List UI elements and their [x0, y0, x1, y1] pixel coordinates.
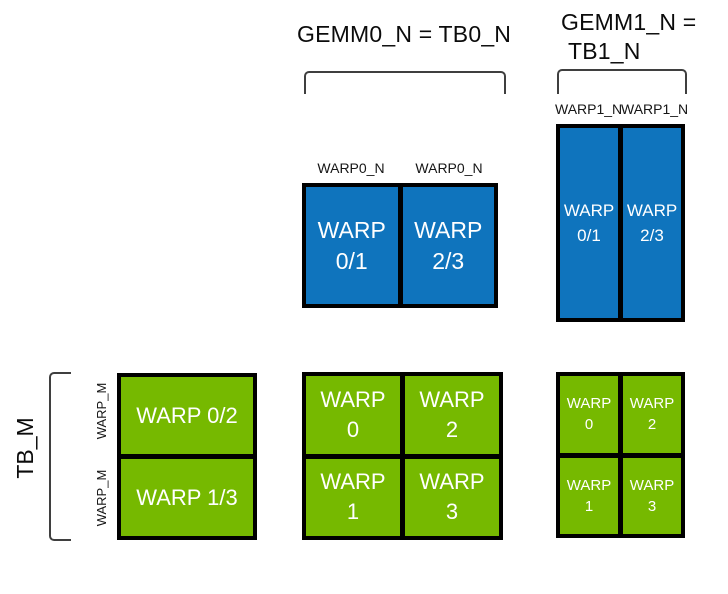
gemm1-title-line1: GEMM1_N =: [561, 9, 697, 35]
warp-cell-label: WARP: [320, 386, 386, 412]
gemm1-out-warp-3: WARP 3: [623, 457, 681, 534]
warp-cell-index: 0/1: [577, 226, 601, 245]
warp-cell-label: WARP: [563, 201, 615, 220]
tb-m-label: TB_M: [12, 417, 38, 479]
gemm0-output-block: WARP 0 WARP 2 WARP 1 WARP 3: [302, 372, 503, 540]
warp-cell-label: WARP: [629, 395, 675, 413]
warp-cell-label: WARP: [629, 476, 675, 494]
gemm0-title: GEMM0_N = TB0_N: [297, 21, 512, 47]
warp-cell-label: WARP: [317, 216, 386, 243]
warp-cell-label: WARP: [626, 201, 678, 220]
gemm0-out-warp-2: WARP 2: [405, 376, 499, 454]
tbm-warp-cell-02: WARP 0/2: [121, 377, 253, 454]
gemm1-out-warp-1: WARP 1: [560, 457, 618, 534]
warp0n-label-right: WARP0_N: [415, 160, 483, 176]
warp-cell-index: 3: [445, 499, 459, 525]
gemm0-warp-cell-01: WARP 0/1: [306, 187, 398, 304]
gemm0-out-warp-3: WARP 3: [405, 458, 499, 536]
gemm1-out-warp-0: WARP 0: [560, 376, 618, 453]
gemm1-warp-block: WARP 0/1 WARP 2/3: [556, 124, 685, 322]
warp1n-label-left: WARP1_N: [555, 101, 623, 117]
gemm1-warp-cell-01: WARP 0/1: [560, 128, 618, 318]
warp-cell-index: 0: [346, 416, 360, 442]
warp-cell-label: WARP: [419, 386, 485, 412]
warp-cell-label: WARP 1/3: [136, 484, 238, 510]
tb-m-bracket: [49, 372, 71, 541]
gemm1-title: GEMM1_N = TB1_N: [561, 8, 726, 66]
gemm0-out-warp-0: WARP 0: [306, 376, 400, 454]
warp-cell-label: WARP: [320, 469, 386, 495]
warp-cell-index: 2: [647, 416, 657, 434]
warp-cell-index: 0/1: [335, 247, 368, 274]
gemm0-out-warp-1: WARP 1: [306, 458, 400, 536]
warp-cell-label: WARP: [566, 395, 612, 413]
warp-m-label-top: WARP_M: [94, 382, 109, 440]
warp-cell-index: 3: [647, 497, 657, 515]
tbm-warp-cell-13: WARP 1/3: [121, 459, 253, 536]
gemm1-output-block: WARP 0 WARP 2 WARP 1 WARP 3: [556, 372, 685, 538]
warp-cell-label: WARP: [566, 476, 612, 494]
tb-m-warp-block: WARP 0/2 WARP 1/3: [117, 373, 257, 540]
warp-cell-index: 1: [346, 499, 360, 525]
warp-cell-index: 2/3: [432, 247, 465, 274]
gemm1-out-warp-2: WARP 2: [623, 376, 681, 453]
gemm1-title-line2: TB1_N: [568, 38, 641, 64]
warp1n-label-right: WARP1_N: [621, 101, 689, 117]
gemm0-warp-cell-23: WARP 2/3: [402, 187, 494, 304]
gemm1-bracket: [557, 69, 687, 94]
warp0n-label-left: WARP0_N: [317, 160, 385, 176]
warp-cell-label: WARP: [419, 469, 485, 495]
warp-m-label-bottom: WARP_M: [94, 469, 109, 527]
warp-cell-index: 1: [584, 497, 594, 515]
warp-cell-label: WARP 0/2: [136, 402, 238, 428]
warp-cell-index: 2: [445, 416, 459, 442]
gemm0-warp-block: WARP 0/1 WARP 2/3: [302, 183, 498, 308]
gemm0-bracket: [304, 71, 506, 94]
warp-cell-index: 0: [584, 416, 594, 434]
warp-cell-label: WARP: [414, 216, 483, 243]
warp-cell-index: 2/3: [640, 226, 664, 245]
gemm1-warp-cell-23: WARP 2/3: [623, 128, 681, 318]
